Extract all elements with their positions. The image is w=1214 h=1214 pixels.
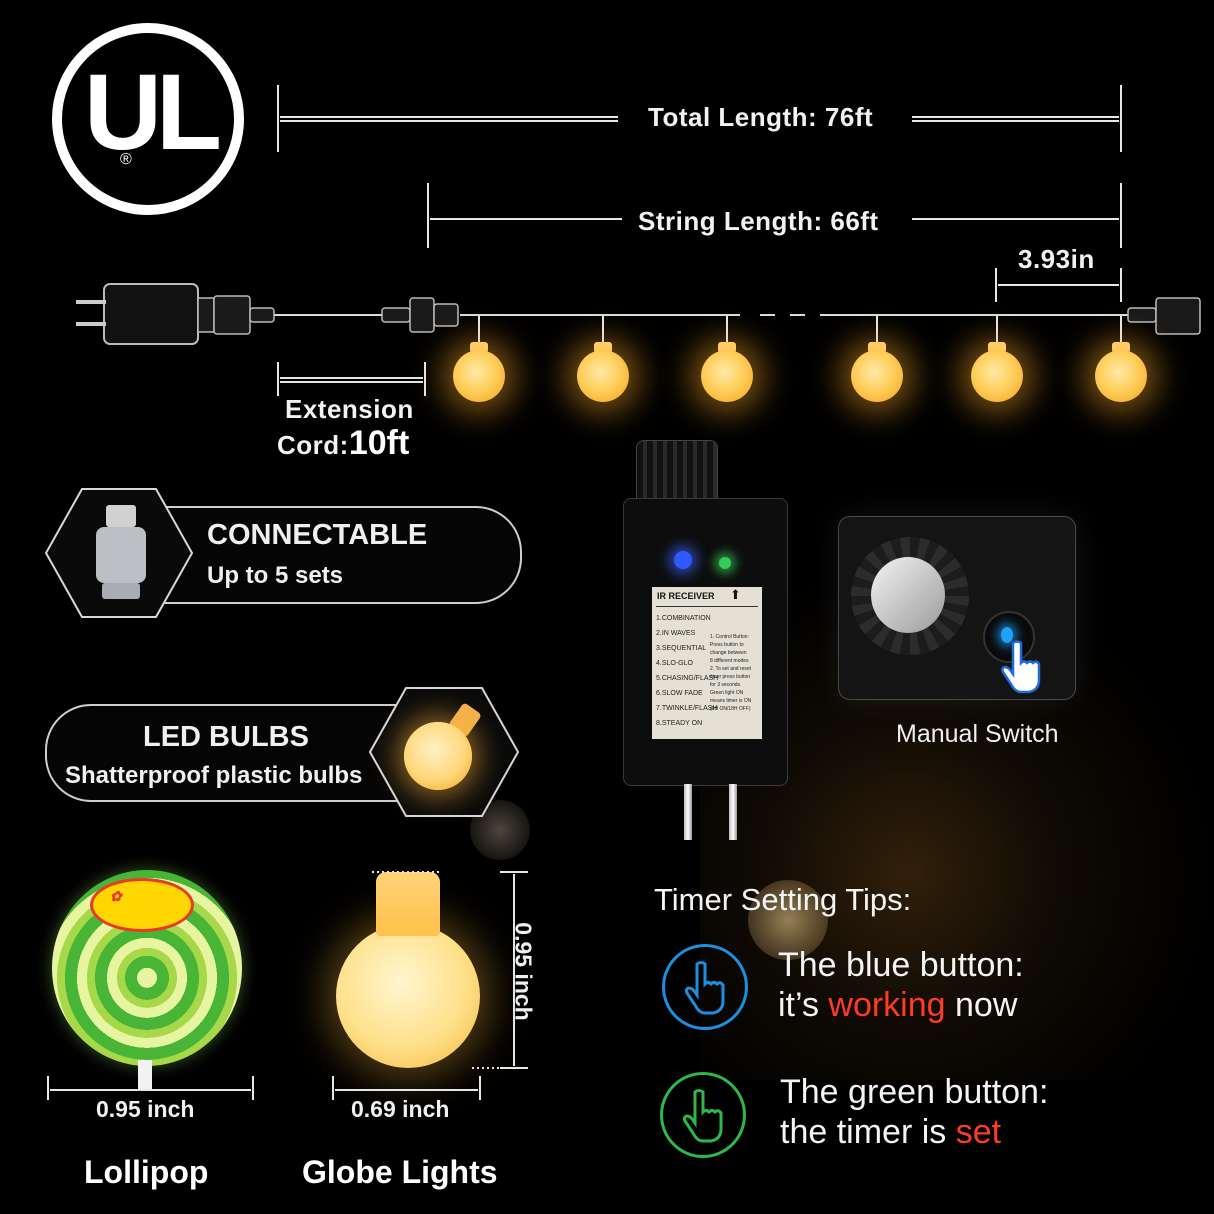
connectable-subtitle: Up to 5 sets xyxy=(207,562,344,589)
mode-item: 5.CHASING/FLASH xyxy=(656,675,719,682)
green-tip-line1: The green button: xyxy=(780,1073,1049,1111)
manual-switch-panel xyxy=(838,516,1076,700)
green-tip-prefix: the timer is xyxy=(780,1113,956,1151)
instruction-line: means timer is ON xyxy=(710,698,752,704)
led-bulb xyxy=(971,350,1023,402)
plug-prong-left xyxy=(684,784,692,840)
blue-tip-line1: The blue button: xyxy=(778,946,1024,984)
blue-tip-highlight: working xyxy=(828,986,946,1024)
spacing-label: 3.93in xyxy=(1018,244,1095,274)
status-led-blue xyxy=(674,551,692,569)
total-length-label: Total Length: 76ft xyxy=(648,102,874,132)
mode-list: 1.COMBINATION 2.IN WAVES 3.SEQUENTIAL 4.SLO… xyxy=(656,611,719,731)
extension-label-line1: Extension xyxy=(285,394,414,424)
bulb-wire xyxy=(726,316,728,342)
size-dimension-lines xyxy=(47,871,528,1100)
green-tip-line2: the timer is set xyxy=(780,1113,1001,1152)
mode-item: 3.SEQUENTIAL xyxy=(656,645,707,652)
bulb-cap xyxy=(988,342,1006,352)
connector-hex xyxy=(44,488,194,618)
globe-lights-label: Globe Lights xyxy=(302,1154,498,1190)
extension-cord-prefix: Cord: xyxy=(277,430,349,460)
led-bulb xyxy=(851,350,903,402)
up-arrow-icon: ⬆ xyxy=(730,587,741,602)
led-bulb xyxy=(577,350,629,402)
globe-bulb-image xyxy=(336,924,480,1068)
blue-pointing-hand-icon xyxy=(684,961,725,1015)
instruction-list: 1. Control Button: Press button to change … xyxy=(710,633,762,713)
bokeh-orb xyxy=(748,880,828,960)
blue-tip-line2: it’s working now xyxy=(778,986,1017,1025)
manual-button xyxy=(983,611,1035,663)
lollipop-stick xyxy=(138,1060,152,1090)
globe-bulb-cap xyxy=(376,872,440,936)
mode-item: 2.IN WAVES xyxy=(656,630,696,637)
led-bulb-glow xyxy=(404,722,472,790)
plug-prong-right xyxy=(729,784,737,840)
bulb-cap xyxy=(868,342,886,352)
instruction-line: for 3 seconds. xyxy=(710,682,742,688)
string-length-label: String Length: 66ft xyxy=(638,206,879,236)
green-tip-highlight: set xyxy=(955,1113,1002,1151)
ul-logo: UL ® xyxy=(52,23,244,215)
ul-registered-mark: ® xyxy=(120,151,132,168)
led-bulbs-title: LED BULBS xyxy=(143,721,309,753)
lollipop-width-label: 0.95 inch xyxy=(96,1096,195,1122)
lollipop-label: Lollipop xyxy=(84,1154,209,1190)
dimension-lines xyxy=(76,85,1201,396)
timer-tips-title: Timer Setting Tips: xyxy=(654,882,912,917)
bulb-wire xyxy=(478,316,480,342)
instruction-line: 8 different modes xyxy=(710,658,749,664)
bulb-cap xyxy=(594,342,612,352)
bulb-wire xyxy=(1120,316,1122,342)
blue-tip-prefix: it’s xyxy=(778,986,829,1024)
green-pointing-hand-icon xyxy=(682,1089,723,1143)
mode-item: 7.TWINKLE/FLASH xyxy=(656,705,718,712)
instruction-line: 1. Control Button: xyxy=(710,634,749,640)
green-button-icon xyxy=(660,1072,746,1158)
mode-item: 1.COMBINATION xyxy=(656,615,711,622)
manual-switch-label: Manual Switch xyxy=(896,720,1059,748)
controller-label: IR RECEIVER ⬆ 1.COMBINATION 2.IN WAVES 3.S… xyxy=(652,587,762,739)
bulb-wire xyxy=(996,316,998,342)
lollipop-image: ✿ xyxy=(52,870,242,1066)
controller-knob xyxy=(636,440,718,504)
led-bulb xyxy=(1095,350,1147,402)
globe-height-label: 0.95 inch xyxy=(510,922,537,1021)
status-led-green xyxy=(719,557,731,569)
connectable-title: CONNECTABLE xyxy=(207,519,428,551)
instruction-line: change between xyxy=(710,650,747,656)
blue-tip-suffix: now xyxy=(945,986,1018,1024)
bulb-wire xyxy=(602,316,604,342)
led-bulb xyxy=(701,350,753,402)
mode-item: 8.STEADY ON xyxy=(656,720,703,727)
ir-receiver-label: IR RECEIVER xyxy=(657,591,715,601)
instruction-line: Press button to xyxy=(710,642,744,648)
led-bulb xyxy=(453,350,505,402)
extension-cord-value: 10ft xyxy=(348,424,410,462)
instruction-line: (6H ON/18H OFF) xyxy=(710,706,751,712)
pointing-hand-icon xyxy=(1001,640,1041,694)
instruction-line: timer press button xyxy=(710,674,751,680)
ul-logo-letters: UL xyxy=(84,51,222,172)
mode-item: 6.SLOW FADE xyxy=(656,690,703,697)
bulb-cap xyxy=(1112,342,1130,352)
blue-button-icon xyxy=(662,944,748,1030)
instruction-line: 2. To set and reset xyxy=(710,666,752,672)
bulb-wire xyxy=(876,316,878,342)
bulb-string xyxy=(0,0,1214,430)
controller-body: IR RECEIVER ⬆ 1.COMBINATION 2.IN WAVES 3.S… xyxy=(623,498,788,786)
globe-width-label: 0.69 inch xyxy=(351,1096,450,1122)
mode-item: 4.SLO-GLO xyxy=(656,660,693,667)
switch-knob-cap xyxy=(871,557,945,633)
extension-label-line2: Cord:10ft xyxy=(277,424,409,463)
instruction-line: Green light ON xyxy=(710,690,744,696)
led-bulbs-subtitle: Shatterproof plastic bulbs xyxy=(65,762,363,789)
bulb-cap xyxy=(470,342,488,352)
bulb-cap xyxy=(718,342,736,352)
